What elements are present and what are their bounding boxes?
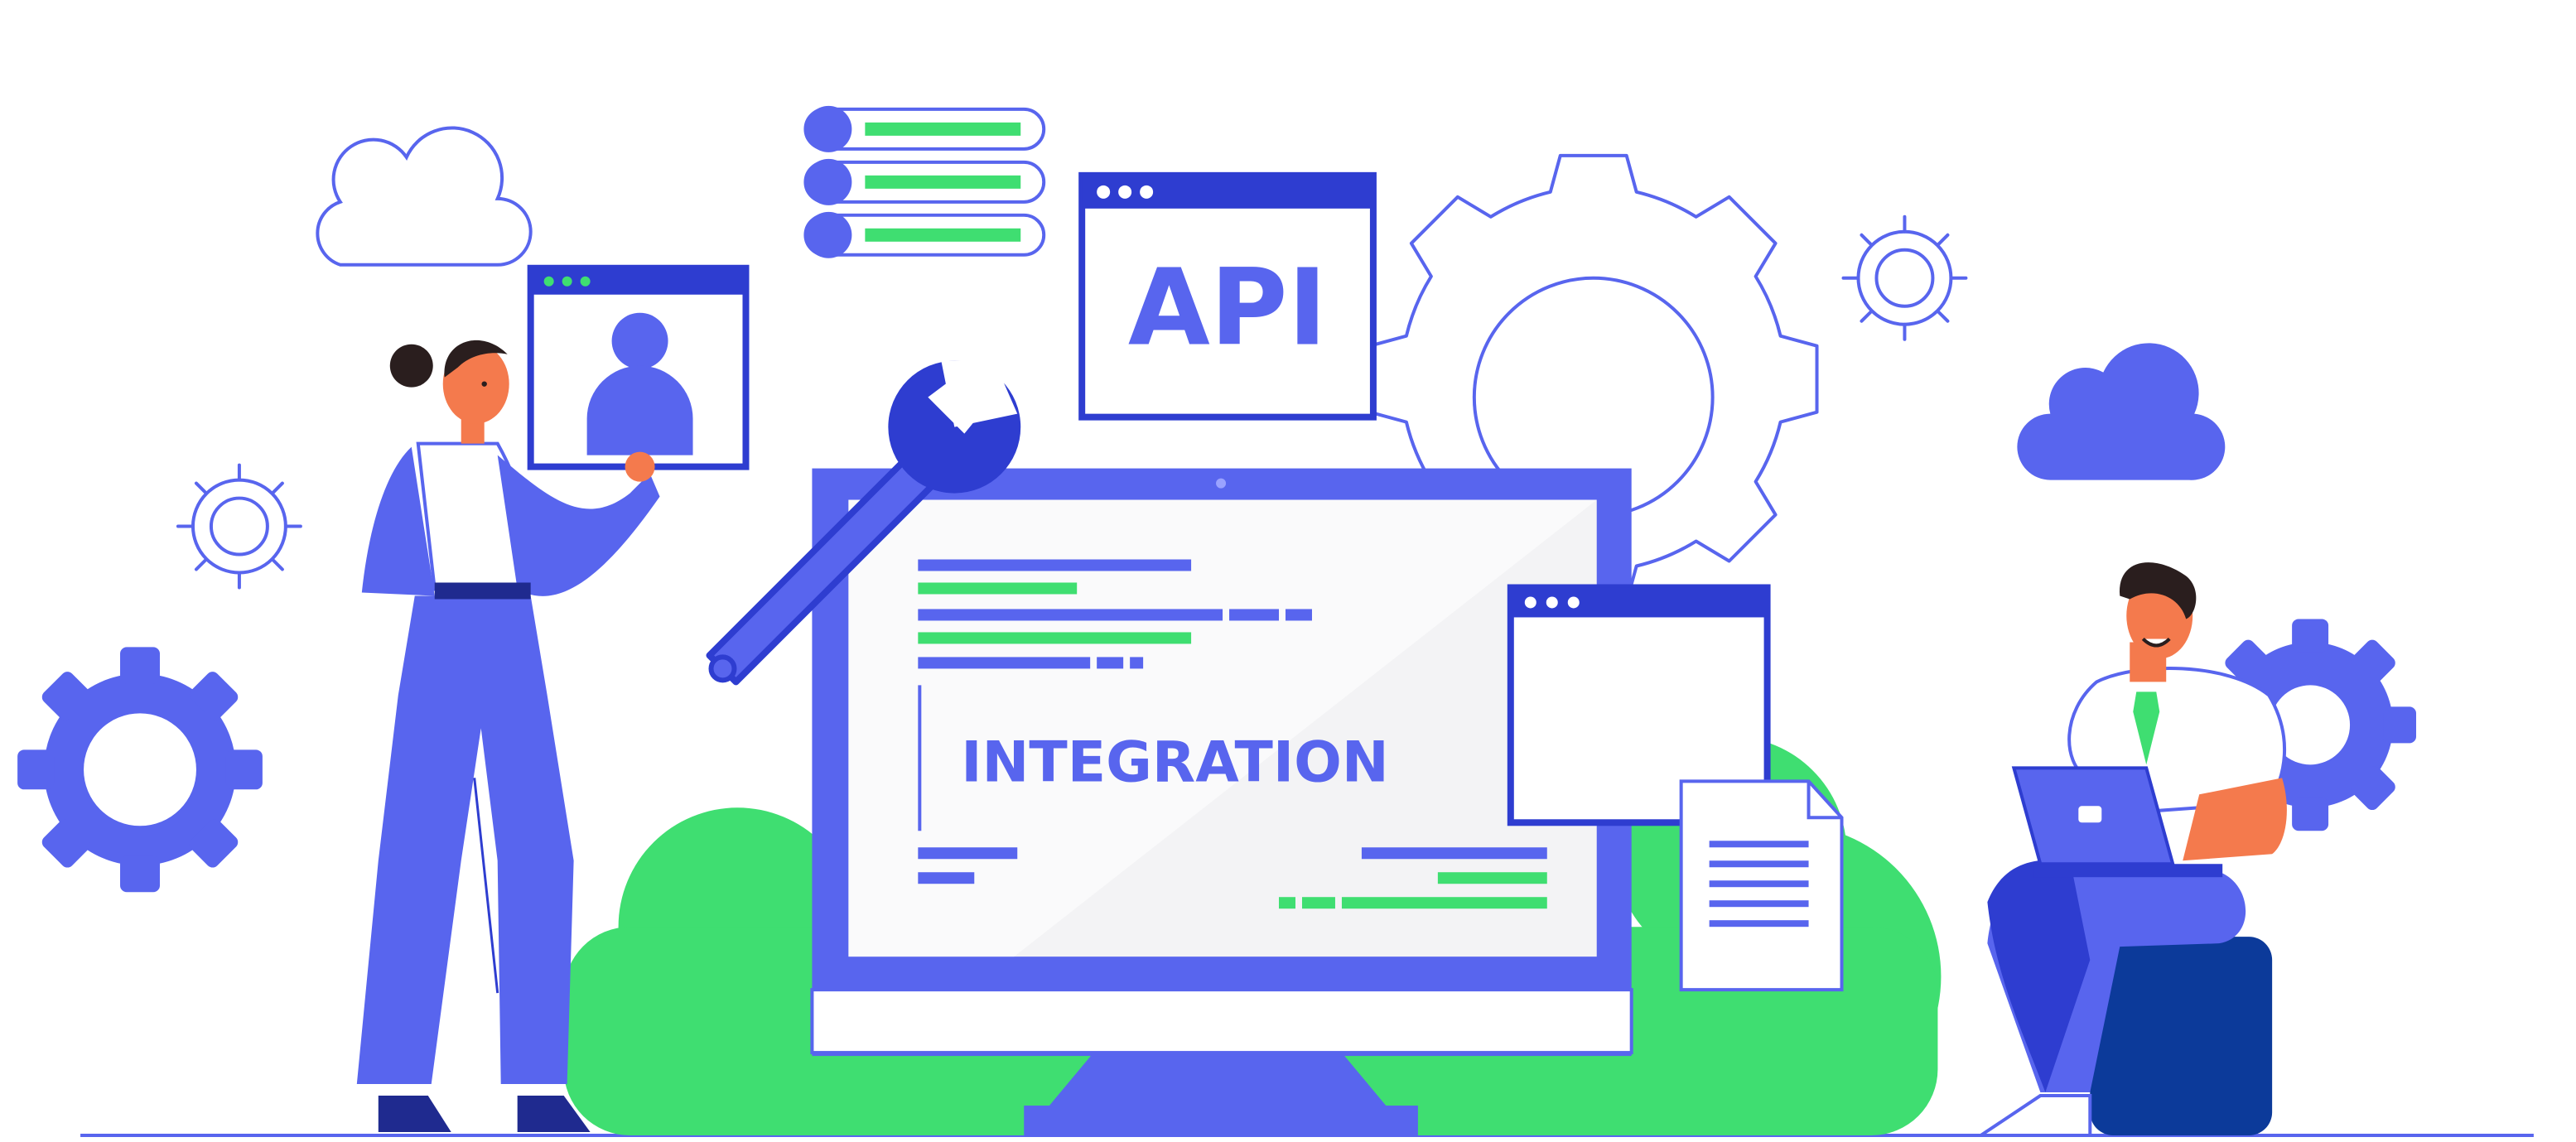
- status-toggle-list: [803, 105, 1046, 258]
- man-tie: [2133, 691, 2160, 765]
- status-toggle: [803, 211, 1046, 258]
- profile-window: [527, 264, 750, 470]
- api-window: API: [1078, 171, 1377, 421]
- user-profile-icon: [586, 312, 693, 455]
- cloud-outline-icon: [316, 126, 533, 267]
- gear-filled-icon: [17, 647, 263, 893]
- man-hair: [2120, 562, 2197, 619]
- document-icon: [1679, 779, 1844, 992]
- woman-hair: [444, 340, 508, 378]
- woman-legs: [356, 595, 574, 1085]
- status-toggle: [803, 158, 1046, 205]
- man-shoe: [1975, 1094, 2092, 1138]
- laptop-icon: [2011, 766, 2223, 878]
- integration-label: INTEGRATION: [961, 730, 1389, 795]
- wrench-icon: [706, 360, 1021, 686]
- woman-torso: [361, 441, 660, 600]
- woman-hand: [625, 451, 655, 482]
- woman-character: [356, 340, 660, 1133]
- code-lines: [918, 559, 1547, 909]
- woman-hair-bun: [389, 344, 433, 388]
- pouf-seat: [2090, 937, 2273, 1136]
- status-toggle: [803, 105, 1046, 152]
- cloud-filled-icon: [2017, 343, 2226, 480]
- api-label: API: [1128, 247, 1327, 370]
- gear-outline-icon: [176, 463, 302, 590]
- woman-shoes: [378, 1096, 591, 1133]
- gear-outline-icon: [1841, 214, 1968, 341]
- monitor: INTEGRATION: [810, 468, 1633, 1136]
- man-character: [1975, 562, 2287, 1138]
